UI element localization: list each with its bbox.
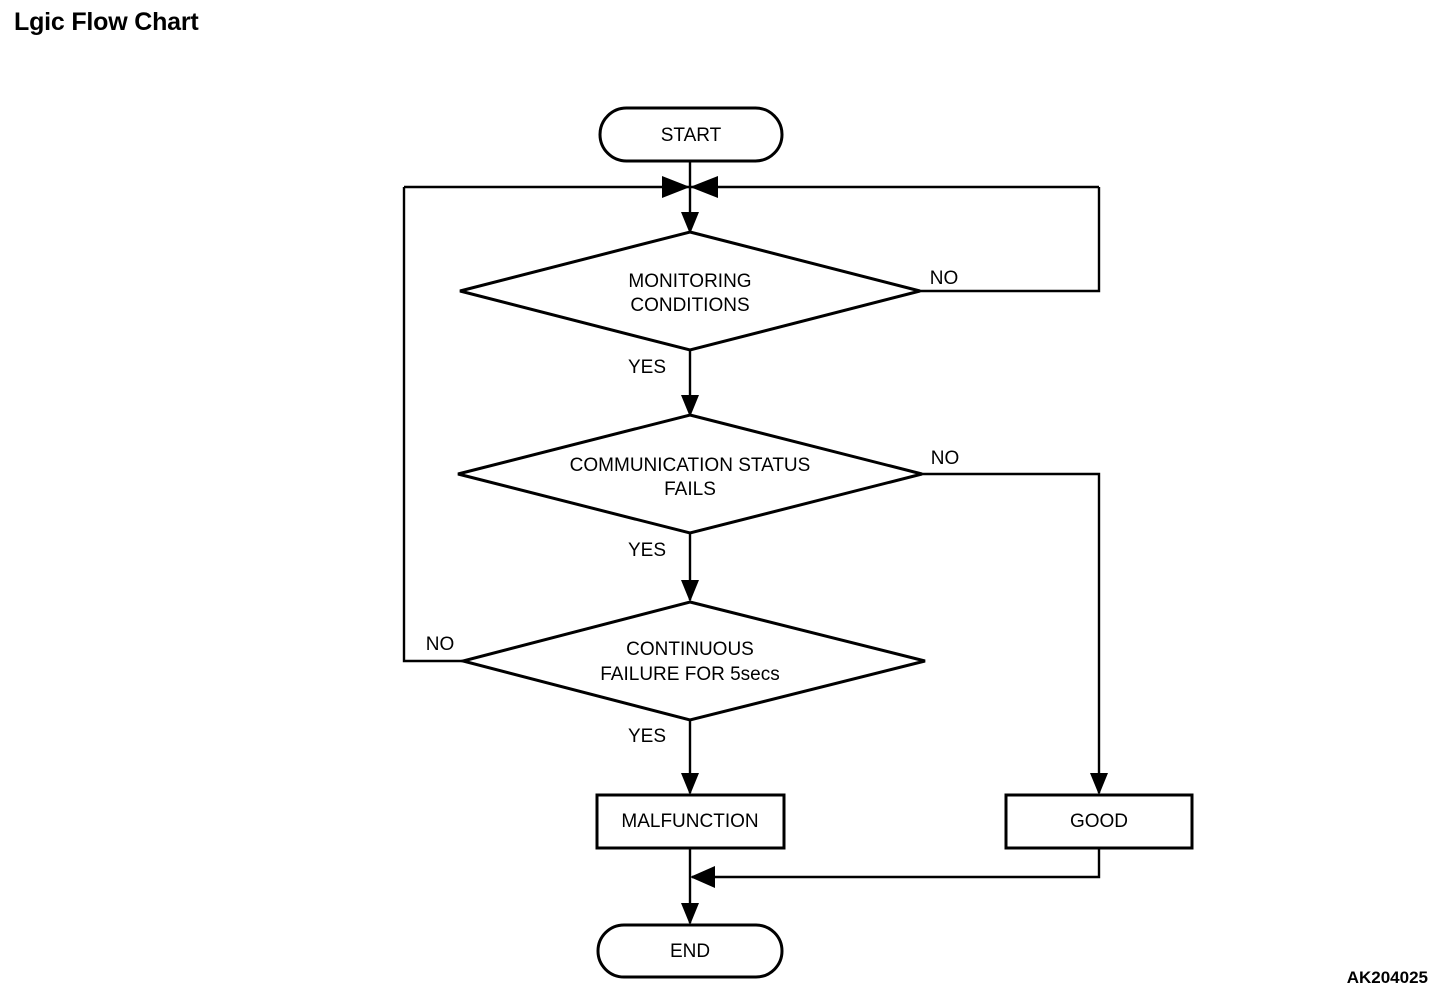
communication-label-line1: COMMUNICATION STATUS: [570, 455, 811, 476]
node-start: START: [598, 106, 784, 163]
edge-label-monitoring-yes: YES: [628, 357, 666, 378]
edge-label-monitoring-no: NO: [930, 268, 959, 289]
communication-decision-shape: [457, 413, 923, 535]
connector-continuous-no: [402, 187, 463, 663]
good-box-shape: [1004, 793, 1194, 850]
node-continuous-failure: CONTINUOUS FAILURE FOR 5secs: [457, 600, 926, 722]
node-good: GOOD: [1004, 793, 1194, 850]
node-communication-status-fails: COMMUNICATION STATUS FAILS: [457, 413, 923, 535]
connector-monitoring-no: [920, 187, 1101, 293]
arrowhead-into-communication: [681, 395, 699, 417]
arrowhead-feedback-right-into-junction: [690, 176, 718, 198]
arrowhead-feedback-left-into-junction: [662, 176, 690, 198]
end-terminator-shape: [596, 923, 784, 979]
continuous-decision-shape: [457, 600, 926, 722]
arrowhead-good-merge: [690, 866, 715, 888]
continuous-label-line1: CONTINUOUS: [626, 639, 754, 660]
edge-label-continuous-no: NO: [426, 634, 455, 655]
monitoring-decision-shape: [459, 230, 921, 352]
figure-id-label: AK204025: [1346, 968, 1428, 987]
continuous-label-line2: FAILURE FOR 5secs: [600, 664, 780, 685]
arrowhead-into-monitoring: [681, 212, 699, 234]
connector-good-to-end: [692, 848, 1101, 879]
good-label: GOOD: [1070, 811, 1128, 832]
monitoring-label-line2: CONDITIONS: [630, 295, 749, 316]
node-malfunction: MALFUNCTION: [595, 793, 786, 850]
malfunction-label: MALFUNCTION: [621, 811, 758, 832]
malfunction-box-shape: [595, 793, 786, 850]
arrowhead-into-end: [681, 903, 699, 925]
start-label: START: [661, 125, 722, 146]
node-monitoring-conditions: MONITORING CONDITIONS: [459, 230, 921, 352]
end-label: END: [670, 941, 710, 962]
arrowhead-into-continuous: [681, 580, 699, 602]
edge-label-communication-yes: YES: [628, 540, 666, 561]
communication-label-line2: FAILS: [664, 479, 716, 500]
page-title: Lgic Flow Chart: [14, 8, 199, 36]
edge-label-continuous-yes: YES: [628, 726, 666, 747]
connector-communication-no: [922, 472, 1101, 793]
arrowhead-into-good: [1090, 773, 1108, 795]
edge-label-communication-no: NO: [931, 448, 960, 469]
start-terminator-shape: [598, 106, 784, 163]
node-end: END: [596, 923, 784, 979]
monitoring-label-line1: MONITORING: [628, 271, 751, 292]
arrowhead-into-malfunction: [681, 773, 699, 795]
